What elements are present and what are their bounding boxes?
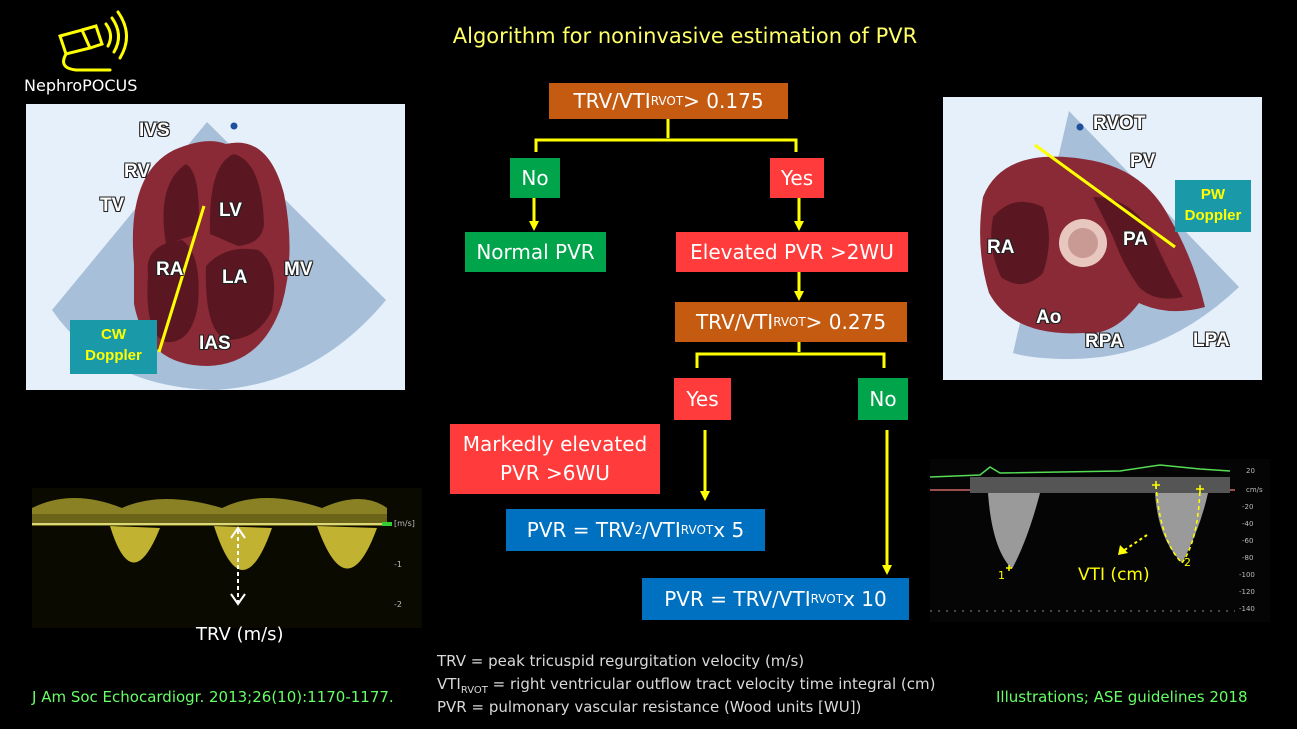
trv-scale-unit: [m/s] [394, 519, 415, 528]
label-rv: RV [124, 161, 151, 182]
label-rpa: RPA [1085, 331, 1124, 352]
vti-tick-minus60: -60 [1242, 537, 1254, 545]
cw-doppler-trace: [m/s] -1 -2 [32, 488, 422, 628]
label-pv: PV [1130, 151, 1156, 172]
label-rvot: RVOT [1093, 113, 1146, 134]
tr-velocity-spectrum [32, 498, 392, 606]
vti-tick-minus140: -140 [1239, 605, 1255, 613]
rvot-velocity-spectrum [930, 464, 1235, 612]
logo-text: NephroPOCUS [24, 76, 138, 95]
label-ivs: IVS [139, 120, 170, 141]
no-box-1: No [510, 158, 560, 198]
yes-box-1: Yes [770, 158, 824, 198]
label-ao: Ao [1036, 307, 1062, 328]
legend-pvr: PVR = pulmonary vascular resistance (Woo… [437, 698, 862, 716]
label-lv: LV [219, 200, 242, 221]
label-ra: RA [987, 237, 1015, 258]
vti-scale-unit: cm/s [1246, 486, 1263, 494]
connector-cond2-branch [695, 352, 886, 368]
heart-illustration-right [980, 111, 1239, 359]
ultrasound-probe-icon [58, 10, 128, 72]
page-title: Algorithm for noninvasive estimation of … [452, 24, 918, 48]
label-la: LA [222, 267, 248, 288]
legend-trv: TRV = peak tricuspid regurgitation veloc… [437, 652, 805, 670]
no-box-2: No [858, 378, 908, 420]
vti-tick-minus80: -80 [1242, 554, 1254, 562]
trv-tick-1: -1 [394, 560, 402, 569]
citation-left: J Am Soc Echocardiogr. 2013;26(10):1170-… [32, 688, 394, 706]
yes-box-2: Yes [674, 378, 731, 420]
vti-caption: VTI (cm) [1078, 565, 1150, 585]
trv-caption: TRV (m/s) [196, 624, 284, 645]
elevated-pvr-box: Elevated PVR >2WU [676, 232, 908, 272]
normal-pvr-box: Normal PVR [465, 232, 606, 272]
label-lpa: LPA [1193, 330, 1230, 351]
connector-cond1-branch [534, 138, 798, 152]
vti-tick-minus100: -100 [1239, 571, 1255, 579]
vti-tick-minus40: -40 [1242, 520, 1254, 528]
pw-doppler-trace: 1 2 20 cm/s -20 -40 -60 -80 -100 -120 -1… [930, 459, 1270, 622]
label-tv: TV [100, 195, 125, 216]
label-ra: RA [156, 259, 184, 280]
vti-tick-minus120: -120 [1239, 588, 1255, 596]
label-mv: MV [284, 259, 313, 280]
label-pa: PA [1123, 229, 1148, 250]
trv-tick-2: -2 [394, 600, 402, 609]
citation-right: Illustrations; ASE guidelines 2018 [996, 688, 1248, 706]
legend-vti: VTIRVOT = right ventricular outflow trac… [437, 675, 936, 696]
vti-tick-minus20: -20 [1242, 503, 1254, 511]
trace-marker-2: 2 [1184, 556, 1191, 569]
vti-tick-20: 20 [1246, 467, 1255, 475]
trace-marker-1: 1 [998, 569, 1005, 582]
label-ias: IAS [199, 333, 231, 354]
